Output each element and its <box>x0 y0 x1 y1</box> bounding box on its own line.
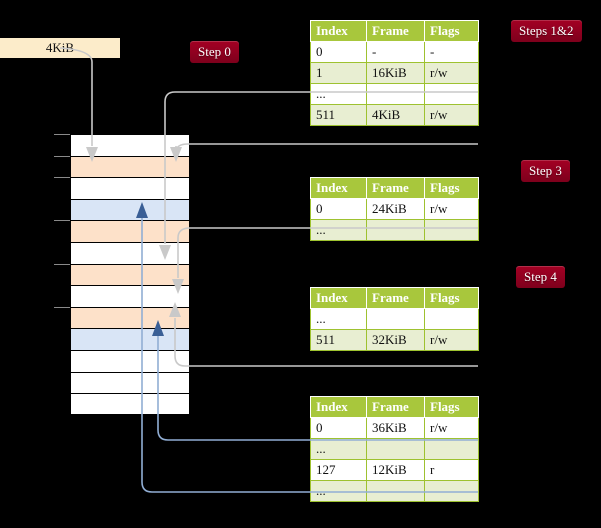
cell-frame: - <box>366 41 425 63</box>
cell-index: 0 <box>310 198 367 220</box>
memory-tick <box>54 134 70 135</box>
step-badge-step-3: Step 3 <box>521 160 570 182</box>
memory-row <box>70 242 190 264</box>
wire-step0-label-to-memory <box>59 47 93 146</box>
column-header-flags: Flags <box>424 396 479 418</box>
memory-row <box>70 350 190 372</box>
step-badge-steps-1-2: Steps 1&2 <box>511 20 582 42</box>
cell-flags: r/w <box>424 62 479 84</box>
table-row[interactable]: ... <box>310 308 479 330</box>
cell-frame: 36KiB <box>366 417 425 439</box>
step-badge-step-4: Step 4 <box>516 266 565 288</box>
cell-flags: r <box>424 459 479 481</box>
cell-flags: r/w <box>424 198 479 220</box>
physical-memory-column <box>54 134 190 415</box>
cell-flags: - <box>424 41 479 63</box>
column-header-index: Index <box>310 396 367 418</box>
memory-row <box>70 198 190 221</box>
cell-flags <box>424 438 479 460</box>
cell-index: ... <box>310 308 367 330</box>
wire-level4-row511-out <box>175 143 478 153</box>
cell-frame: 4KiB <box>366 104 425 126</box>
column-header-index: Index <box>310 287 367 309</box>
memory-row <box>70 134 190 156</box>
memory-size-label: 4KiB <box>0 38 120 58</box>
cell-flags <box>424 480 479 502</box>
cell-frame <box>366 438 425 460</box>
cell-index: ... <box>310 219 367 241</box>
cell-index: 0 <box>310 41 367 63</box>
column-header-flags: Flags <box>424 177 479 199</box>
memory-row <box>70 220 190 242</box>
step-badge-step-0: Step 0 <box>190 41 239 63</box>
memory-row <box>70 285 190 307</box>
memory-tick <box>54 220 70 222</box>
cell-frame: 24KiB <box>366 198 425 220</box>
cell-frame: 32KiB <box>366 329 425 351</box>
column-header-flags: Flags <box>424 20 479 42</box>
memory-tick <box>54 155 70 157</box>
column-header-index: Index <box>310 177 367 199</box>
cell-index: ... <box>310 480 367 502</box>
cell-flags <box>424 308 479 330</box>
cell-flags: r/w <box>424 329 479 351</box>
table-row[interactable]: ... <box>310 480 479 502</box>
cell-frame: 12KiB <box>366 459 425 481</box>
memory-row <box>70 306 190 329</box>
cell-index: 1 <box>310 62 367 84</box>
table-row[interactable]: ... <box>310 219 479 241</box>
memory-row <box>70 371 190 394</box>
cell-index: ... <box>310 83 367 105</box>
cell-flags: r/w <box>424 104 479 126</box>
cell-index: 0 <box>310 417 367 439</box>
column-header-frame: Frame <box>366 20 425 42</box>
column-header-index: Index <box>310 20 367 42</box>
memory-row <box>70 328 190 350</box>
cell-frame <box>366 480 425 502</box>
cell-flags <box>424 219 479 241</box>
memory-tick <box>54 263 70 265</box>
cell-index: 127 <box>310 459 367 481</box>
cell-frame <box>366 219 425 241</box>
cell-index: 511 <box>310 104 367 126</box>
memory-row <box>70 393 190 415</box>
table-row[interactable]: ... <box>310 83 479 105</box>
column-header-flags: Flags <box>424 287 479 309</box>
column-header-frame: Frame <box>366 287 425 309</box>
memory-row <box>70 263 190 286</box>
column-header-frame: Frame <box>366 396 425 418</box>
cell-index: 511 <box>310 329 367 351</box>
cell-frame <box>366 83 425 105</box>
memory-row <box>70 155 190 178</box>
cell-frame: 16KiB <box>366 62 425 84</box>
cell-frame <box>366 308 425 330</box>
cell-flags <box>424 83 479 105</box>
cell-flags: r/w <box>424 417 479 439</box>
column-header-frame: Frame <box>366 177 425 199</box>
memory-tick <box>54 306 70 308</box>
table-row[interactable]: ... <box>310 438 479 460</box>
memory-tick <box>54 177 70 179</box>
table-row[interactable]: 0-- <box>310 41 479 63</box>
cell-index: ... <box>310 438 367 460</box>
memory-row <box>70 177 190 199</box>
